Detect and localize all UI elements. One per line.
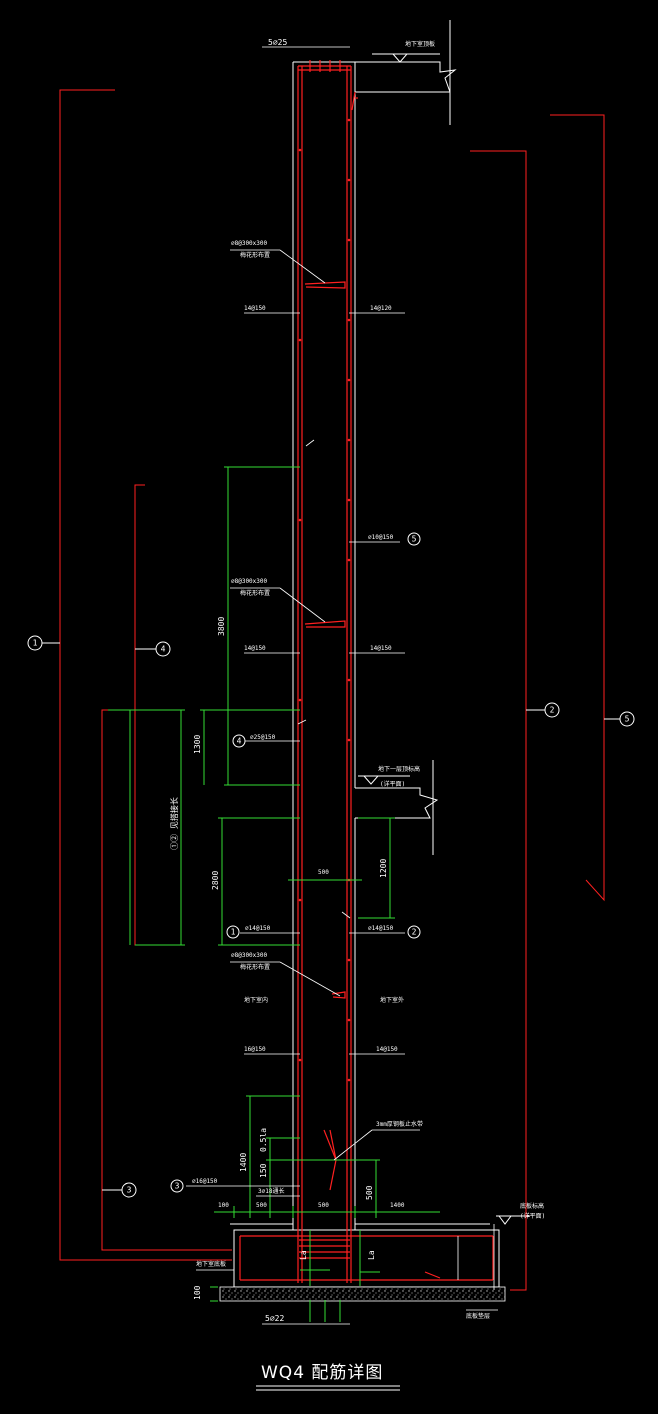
detail-bubble-4 bbox=[232, 734, 246, 748]
drawing-title: WQ4 配筋详图 bbox=[256, 1363, 400, 1391]
dim-3800: 3800 bbox=[217, 617, 226, 636]
dim-la-2: La bbox=[367, 1250, 376, 1260]
right-bar-2-label: 14@150 bbox=[370, 645, 392, 652]
leader-lines bbox=[186, 46, 498, 1325]
waterstop-label: 3mm厚钢板止水带 bbox=[376, 1120, 423, 1128]
outer-side-label: 地下室外 bbox=[380, 996, 404, 1004]
annotation-text: 5⌀25 地下室顶板 ⌀8@300x300 梅花形布置 14@150 14@12… bbox=[169, 38, 545, 1323]
right-bar-3-label: 14@150 bbox=[376, 1046, 398, 1053]
dim-500-a: 500 bbox=[256, 1202, 267, 1209]
dimension-lines bbox=[108, 466, 440, 1322]
wall-outline bbox=[230, 20, 500, 1288]
detail-bubble-2 bbox=[407, 925, 421, 939]
top-ground-level-label: 地下室顶板 bbox=[405, 40, 435, 48]
bubble-3-left bbox=[121, 1182, 137, 1198]
tie-1-note: 梅花形布置 bbox=[240, 251, 270, 259]
detail-bubble-1 bbox=[226, 925, 240, 939]
bubbles: 1 4 3 2 5 5 4 1 2 3 bbox=[27, 532, 635, 1198]
dim-500-c: 500 bbox=[365, 1185, 374, 1200]
left-bar-2-label: 14@150 bbox=[244, 645, 266, 652]
top-bars-label: 5⌀25 bbox=[268, 38, 287, 47]
svg-text:1: 1 bbox=[231, 928, 236, 937]
dim-2800: 2800 bbox=[211, 871, 220, 890]
right-bar-1-label: 14@120 bbox=[370, 305, 392, 312]
tie-2-note: 梅花形布置 bbox=[240, 589, 270, 597]
base-floor-label: 地下室底板 bbox=[196, 1260, 226, 1268]
detail-bubble-5 bbox=[407, 532, 421, 546]
mid-level-note: (详平面) bbox=[380, 780, 405, 788]
dim-1300: 1300 bbox=[193, 735, 202, 754]
tie-3-label: ⌀8@300x300 bbox=[231, 952, 268, 959]
svg-text:5: 5 bbox=[625, 715, 630, 724]
bubble-1-left bbox=[27, 635, 43, 651]
bubble-4-left bbox=[155, 641, 171, 657]
mid-level-label: 地下一层顶标高 bbox=[378, 765, 420, 773]
bubble-leaders bbox=[42, 642, 620, 1191]
detail-bubble-3 bbox=[170, 1179, 184, 1193]
left-bar-3-label: 16@150 bbox=[244, 1046, 266, 1053]
svg-text:3: 3 bbox=[175, 1182, 180, 1191]
bubble-5-right bbox=[619, 711, 635, 727]
svg-text:4: 4 bbox=[237, 737, 242, 746]
inner-side-label: 地下室内 bbox=[244, 996, 268, 1004]
bar-3-label: ⌀16@150 bbox=[192, 1178, 218, 1185]
svg-text:2: 2 bbox=[550, 706, 555, 715]
dim-150: 150 bbox=[259, 1163, 268, 1178]
bar-5-label: ⌀10@150 bbox=[368, 534, 394, 541]
svg-text:5: 5 bbox=[412, 535, 417, 544]
rebar bbox=[239, 60, 494, 1283]
bubble-2-right bbox=[544, 702, 560, 718]
bar-4-label: ⌀25@150 bbox=[250, 734, 276, 741]
anchor-note: ①② 见搭接长 bbox=[169, 797, 179, 850]
title-text: WQ4 配筋详图 bbox=[261, 1363, 383, 1383]
bottom-bars-label: 5⌀22 bbox=[265, 1314, 284, 1323]
bar-range-brackets bbox=[59, 89, 605, 1291]
cushion-layer bbox=[219, 1286, 506, 1302]
svg-text:4: 4 bbox=[161, 645, 166, 654]
bar-2-label: ⌀14@150 bbox=[368, 925, 394, 932]
svg-text:2: 2 bbox=[412, 928, 417, 937]
tie-2-label: ⌀8@300x300 bbox=[231, 578, 268, 585]
base-level-label: 底板标高 bbox=[520, 1202, 544, 1210]
left-bar-1-label: 14@150 bbox=[244, 305, 266, 312]
dim-1400-v: 1400 bbox=[239, 1153, 248, 1172]
cushion-label: 底板垫层 bbox=[466, 1312, 490, 1320]
dim-100: 100 bbox=[218, 1202, 229, 1209]
tie-1-label: ⌀8@300x300 bbox=[231, 240, 268, 247]
tie-3-note: 梅花形布置 bbox=[240, 963, 270, 971]
dim-1400-h: 1400 bbox=[390, 1202, 405, 1209]
base-level-note: (详平面) bbox=[520, 1212, 545, 1220]
svg-text:3: 3 bbox=[127, 1186, 132, 1195]
level-markers bbox=[358, 53, 530, 1225]
dim-500-b: 500 bbox=[318, 1202, 329, 1209]
dim-la-1: La bbox=[299, 1250, 308, 1260]
bar-3b-label: 3⌀18通长 bbox=[258, 1187, 284, 1195]
dim-500-mid: 500 bbox=[318, 869, 329, 876]
bar-1-label: ⌀14@150 bbox=[245, 925, 271, 932]
dim-la-top: 0.5la bbox=[259, 1128, 268, 1152]
dim-1200: 1200 bbox=[379, 859, 388, 878]
dim-100-v: 100 bbox=[193, 1285, 202, 1300]
svg-text:1: 1 bbox=[33, 639, 38, 648]
